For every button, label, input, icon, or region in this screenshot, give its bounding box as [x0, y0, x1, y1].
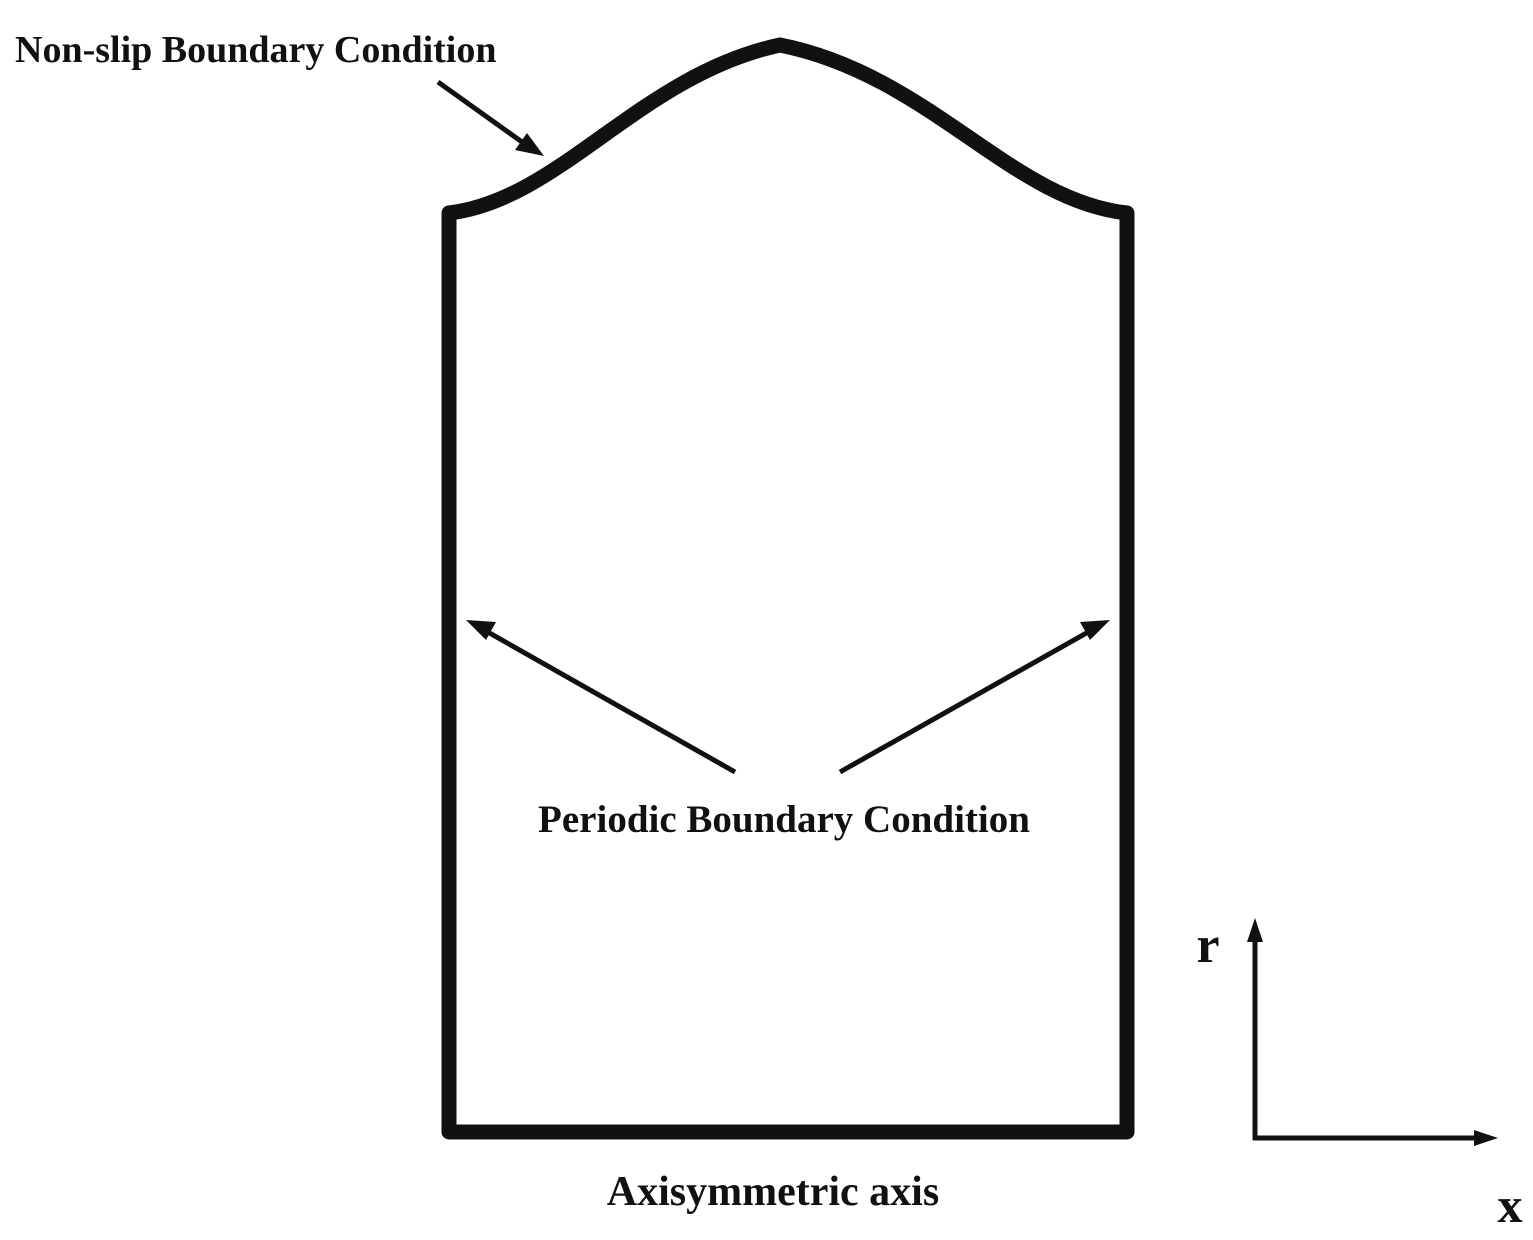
periodic-arrow-right	[838, 620, 1110, 775]
domain-outline	[441, 37, 1135, 1140]
x-axis-label: x	[1498, 1177, 1523, 1233]
r-axis-label: r	[1196, 917, 1219, 974]
periodic-arrow-left	[466, 620, 737, 775]
axisymmetric-axis-label: Axisymmetric axis	[607, 1169, 939, 1215]
r-axis-arrow	[1247, 918, 1263, 1140]
nonslip-label: Non-slip Boundary Condition	[15, 29, 497, 71]
periodic-label: Periodic Boundary Condition	[538, 798, 1030, 841]
x-axis-arrow	[1253, 1130, 1498, 1146]
nonslip-arrow	[436, 79, 544, 156]
